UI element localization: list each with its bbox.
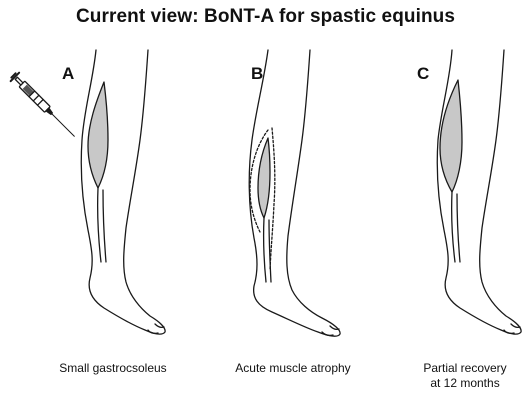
leg-c [436,49,522,335]
caption-c: Partial recovery at 12 months [410,361,520,391]
caption-c-line-1: Partial recovery [423,361,507,375]
caption-a: Small gastrocsoleus [48,361,178,376]
leg-b-toes [321,325,340,337]
caption-b-line-1: Acute muscle atrophy [235,361,351,375]
leg-c-outline [436,49,522,335]
panel-label-b: B [251,64,264,83]
caption-c-line-2: at 12 months [430,376,500,390]
panel-label-a: A [62,64,75,83]
leg-a-outline [80,49,166,335]
leg-b-outline [248,49,341,337]
leg-b-muscle [257,137,271,219]
leg-c-toes [503,323,521,335]
leg-a-toes [147,323,165,335]
leg-c-muscle [439,79,463,193]
leg-b-atrophy-outline [249,129,269,233]
diagram-title: Current view: BoNT-A for spastic equinus [75,6,456,27]
leg-b-tendon [262,217,272,283]
syringe-icon [9,71,75,137]
leg-c-tendon [450,191,461,263]
caption-a-line-1: Small gastrocsoleus [59,361,167,375]
caption-b: Acute muscle atrophy [228,361,358,376]
leg-b [248,49,341,337]
leg-a-muscle [87,81,109,189]
leg-a-tendon [96,187,107,263]
panel-label-c: C [417,64,430,83]
leg-a [80,49,166,335]
leg-b-atrophy-outline-inner [269,127,276,271]
